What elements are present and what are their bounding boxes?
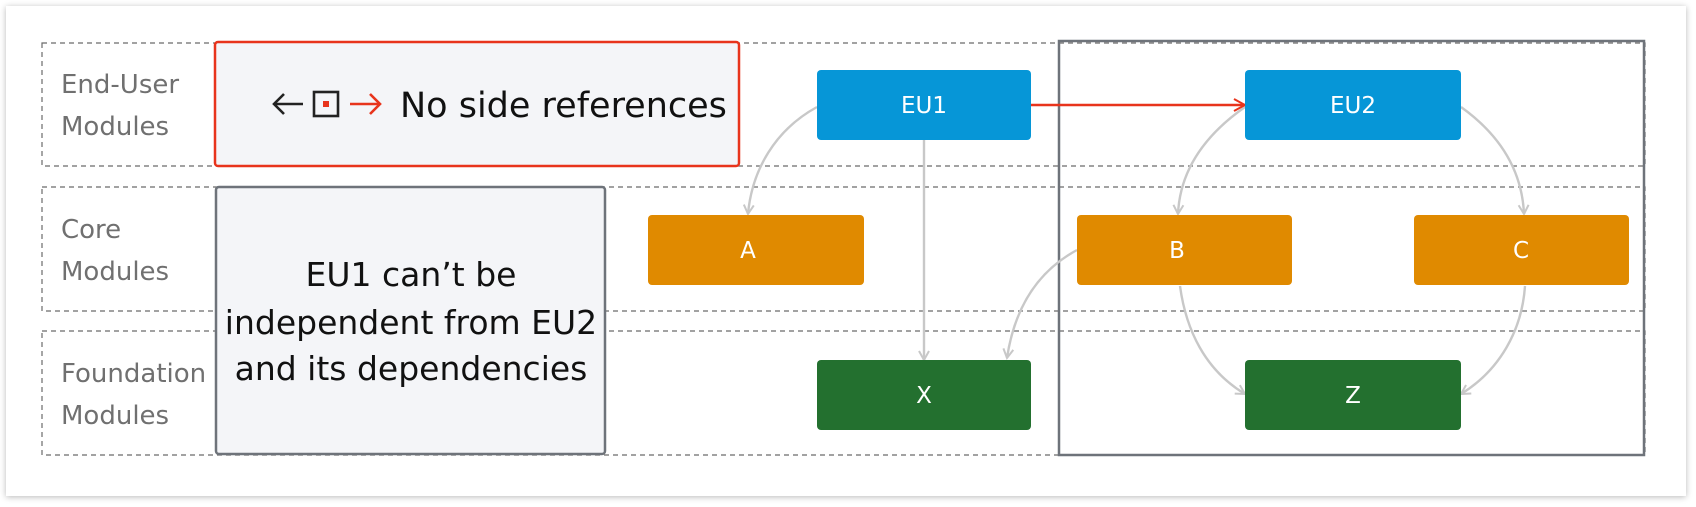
left-arrow-icon — [272, 93, 303, 115]
node-z-label: Z — [1345, 383, 1361, 409]
note-line-3: and its dependencies — [235, 349, 588, 388]
node-a: A — [648, 215, 864, 285]
node-eu1: EU1 — [817, 70, 1031, 140]
node-b-label: B — [1169, 238, 1185, 264]
edge-c-z — [1461, 285, 1527, 394]
node-eu1-label: EU1 — [901, 93, 947, 119]
layer-label-core-line1: Core — [61, 215, 121, 245]
layer-label-end-user-line1: End-User — [61, 70, 179, 100]
edge-eu2-c — [1460, 106, 1524, 214]
rule-box-text: No side references — [400, 86, 727, 126]
layer-label-foundation-line2: Modules — [61, 401, 169, 431]
node-eu2: EU2 — [1245, 70, 1461, 140]
dependency-edges — [748, 105, 1527, 394]
node-c: C — [1414, 215, 1629, 285]
eu2-group-boundary — [1057, 39, 1646, 457]
node-b: B — [1077, 215, 1292, 285]
layer-label-end-user-line2: Modules — [61, 112, 169, 142]
node-eu2-label: EU2 — [1330, 93, 1376, 119]
module-square-icon — [312, 90, 340, 118]
layer-label-core-line2: Modules — [61, 257, 169, 287]
right-arrow-icon — [350, 93, 382, 115]
node-x-label: X — [916, 383, 932, 409]
node-c-label: C — [1513, 238, 1529, 264]
note-line-1: EU1 can’t be — [306, 255, 517, 294]
edge-eu2-b — [1178, 106, 1246, 214]
edge-b-z — [1178, 285, 1245, 394]
node-z: Z — [1245, 360, 1461, 430]
node-x: X — [817, 360, 1031, 430]
edge-eu1-a — [748, 105, 818, 214]
node-a-label: A — [740, 238, 756, 264]
note-line-2: independent from EU2 — [225, 303, 597, 342]
layer-band-end-user — [41, 42, 1646, 167]
edge-b-x — [1007, 248, 1078, 358]
rule-box: No side references — [213, 40, 741, 168]
layer-label-foundation-line1: Foundation — [61, 359, 206, 389]
note-box: EU1 can’t be independent from EU2 and it… — [214, 185, 607, 456]
